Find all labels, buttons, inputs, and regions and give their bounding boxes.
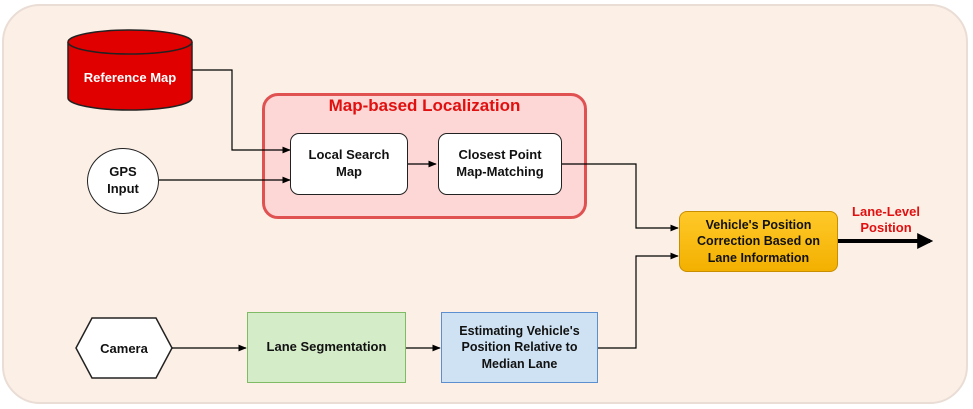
group-title: Map-based Localization bbox=[328, 96, 521, 115]
edge-estimate-to-correction bbox=[598, 252, 679, 349]
gps-input-node: GPS Input bbox=[87, 148, 159, 214]
camera-hexagon bbox=[75, 317, 173, 379]
camera-label: Camera bbox=[100, 340, 148, 356]
lane-segmentation-node: Lane Segmentation bbox=[247, 312, 406, 383]
position-correction-node: Vehicle's Position Correction Based on L… bbox=[679, 211, 838, 272]
database-icon bbox=[67, 29, 193, 111]
reference-map-label: Reference Map bbox=[83, 70, 177, 85]
edge-reference-to-local-search bbox=[192, 69, 291, 154]
estimating-position-node: Estimating Vehicle's Position Relative t… bbox=[441, 312, 598, 383]
local-search-map-node: Local Search Map bbox=[290, 133, 408, 195]
edge-closest-to-correction bbox=[562, 163, 679, 232]
lane-level-position-output: Lane-Level Position bbox=[852, 204, 920, 236]
closest-point-map-matching-node: Closest Point Map-Matching bbox=[438, 133, 562, 195]
